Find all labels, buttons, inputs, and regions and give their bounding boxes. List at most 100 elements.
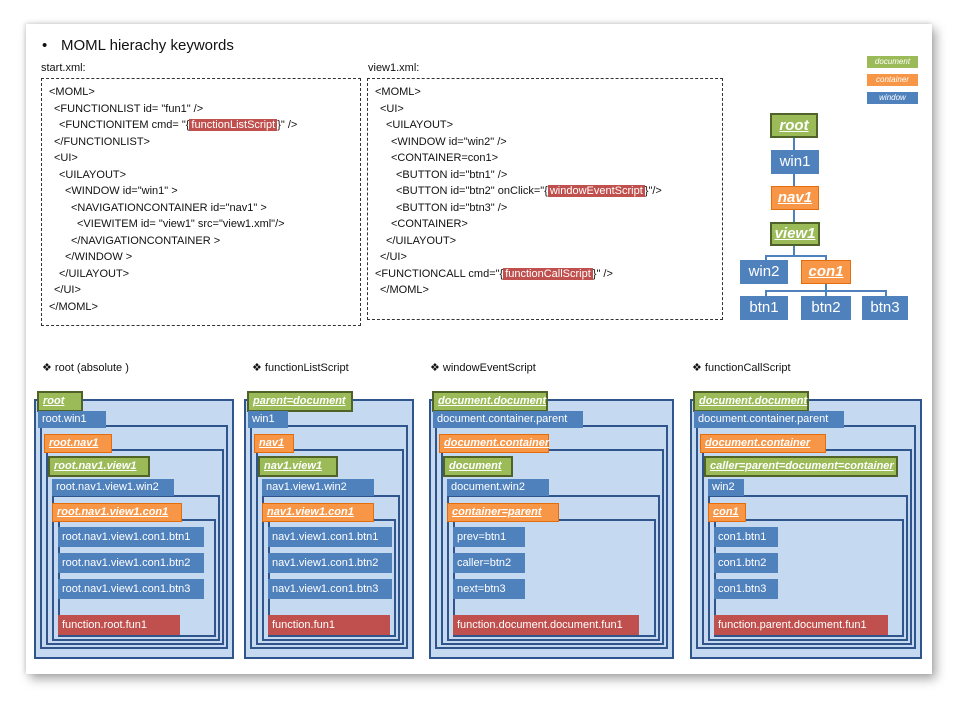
tree-node-win1: win1 <box>771 150 819 174</box>
container-label: document.container <box>700 434 826 453</box>
window-label: nav1.view1.win2 <box>262 479 374 496</box>
code-line: <WINDOW id="win1" > <box>65 185 178 197</box>
container-label: container=parent <box>447 503 559 522</box>
tree-node-win2: win2 <box>740 260 788 284</box>
start-xml-code-box: <MOML><FUNCTIONLIST id= "fun1" /><FUNCTI… <box>41 78 361 326</box>
button-label: root.nav1.view1.con1.btn3 <box>58 579 204 599</box>
start-xml-label: start.xml: <box>41 62 86 74</box>
code-text: </UI> <box>380 251 407 263</box>
function-label: function.parent.document.fun1 <box>714 615 888 635</box>
button-label: con1.btn1 <box>714 527 778 547</box>
code-line: <FUNCTIONLIST id= "fun1" /> <box>54 103 203 115</box>
code-line: </UILAYOUT> <box>386 235 456 247</box>
function-label: function.fun1 <box>268 615 390 635</box>
code-text: </WINDOW > <box>65 251 133 263</box>
tree-node-root: root <box>770 113 818 138</box>
code-text: <CONTAINER=con1> <box>391 152 499 164</box>
document-scope-label: document.document <box>693 391 809 412</box>
document-scope-label: document.document <box>432 391 548 412</box>
button-label: nav1.view1.con1.btn2 <box>268 553 392 573</box>
tree-connector <box>825 283 827 291</box>
button-label: root.nav1.view1.con1.btn2 <box>58 553 204 573</box>
code-line: <UILAYOUT> <box>386 119 453 131</box>
window-label: document.container.parent <box>433 411 583 428</box>
tree-connector <box>825 255 827 261</box>
container-label: root.nav1.view1.con1 <box>52 503 182 522</box>
code-line: </MOML> <box>49 301 98 313</box>
code-line: <WINDOW id="win2" /> <box>391 136 507 148</box>
scope-frame-level-2 <box>256 449 404 645</box>
scope-frame-level-1 <box>250 425 408 649</box>
code-line: <FUNCTIONITEM cmd= "{functionListScript}… <box>59 119 297 131</box>
button-label: nav1.view1.con1.btn1 <box>268 527 392 547</box>
code-line: </UI> <box>54 284 81 296</box>
tree-node-view1: view1 <box>770 222 820 246</box>
code-text: <CONTAINER> <box>391 218 468 230</box>
function-label: function.root.fun1 <box>58 615 180 635</box>
script-name-highlight: windowEventScript <box>547 185 645 197</box>
code-line: <FUNCTIONCALL cmd="{functionCallScript}"… <box>375 267 613 280</box>
code-text: <UILAYOUT> <box>59 168 127 181</box>
code-line: <CONTAINER> <box>391 218 468 230</box>
tree-node-btn1: btn1 <box>740 296 788 320</box>
tree-connector <box>825 290 827 296</box>
code-text: </UILAYOUT> <box>59 267 130 280</box>
code-text: <FUNCTIONLIST id= "fun1" /> <box>54 102 204 115</box>
document-scope-label: root <box>37 391 83 412</box>
code-line: <BUTTON id="btn2" onClick="{windowEventS… <box>396 185 662 197</box>
code-text: <BUTTON id="btn1" /> <box>396 168 508 181</box>
scope-frame-level-3 <box>708 495 908 641</box>
tree-connector <box>793 138 795 150</box>
code-line: </NAVIGATIONCONTAINER > <box>71 235 220 247</box>
code-line: <BUTTON id="btn3" /> <box>396 202 507 214</box>
code-line: </FUNCTIONLIST> <box>54 136 150 148</box>
legend-document: document <box>867 56 918 68</box>
code-text: <WINDOW id="win2" /> <box>391 135 507 148</box>
tree-connector <box>793 174 795 186</box>
scope-frame-level-1 <box>40 425 228 649</box>
window-label: root.nav1.view1.win2 <box>52 479 174 496</box>
document-label: root.nav1.view1 <box>48 456 150 477</box>
tree-node-btn2: btn2 <box>801 296 851 320</box>
code-line: <NAVIGATIONCONTAINER id="nav1" > <box>71 202 267 214</box>
tree-node-con1: con1 <box>801 260 851 284</box>
window-label: document.container.parent <box>694 411 844 428</box>
code-line: <UILAYOUT> <box>59 169 126 181</box>
container-label: root.nav1 <box>44 434 112 453</box>
code-line: </MOML> <box>380 284 429 296</box>
tree-connector <box>765 255 827 257</box>
scope-frame-level-3 <box>52 495 220 641</box>
code-line: </UILAYOUT> <box>59 268 129 280</box>
code-text: <BUTTON id="btn2" onClick="{ <box>396 185 548 197</box>
code-text: <WINDOW id="win1" > <box>65 185 178 197</box>
code-text: <UI> <box>380 102 404 115</box>
code-text: </MOML> <box>49 300 98 313</box>
scope-frame-level-3 <box>262 495 400 641</box>
column-title: ❖ functionListScript <box>252 362 349 374</box>
document-scope-label: parent=document <box>247 391 353 412</box>
container-label: con1 <box>708 503 746 522</box>
code-line: <UI> <box>54 152 78 164</box>
scope-frame-level-2 <box>46 449 224 645</box>
button-label: caller=btn2 <box>453 553 525 573</box>
script-name-highlight: functionListScript <box>189 119 278 131</box>
code-text: <FUNCTIONCALL cmd="{ <box>375 267 504 280</box>
window-label: win1 <box>248 411 288 428</box>
script-name-highlight: functionCallScript <box>503 267 593 280</box>
legend-container: container <box>867 74 918 86</box>
container-label: nav1 <box>254 434 294 453</box>
code-text: </UILAYOUT> <box>386 234 457 247</box>
code-line: <CONTAINER=con1> <box>391 152 498 164</box>
tree-node-btn3: btn3 <box>862 296 908 320</box>
code-text: </MOML> <box>380 284 429 296</box>
code-line: <UI> <box>380 103 404 115</box>
tree-node-nav1: nav1 <box>771 186 819 210</box>
code-text: <FUNCTIONITEM cmd= "{ <box>59 119 190 131</box>
code-text: }" /> <box>277 119 298 131</box>
code-line: <BUTTON id="btn1" /> <box>396 169 507 181</box>
code-line: <MOML> <box>375 86 421 98</box>
view1-xml-label: view1.xml: <box>368 62 420 74</box>
function-label: function.document.document.fun1 <box>453 615 639 635</box>
